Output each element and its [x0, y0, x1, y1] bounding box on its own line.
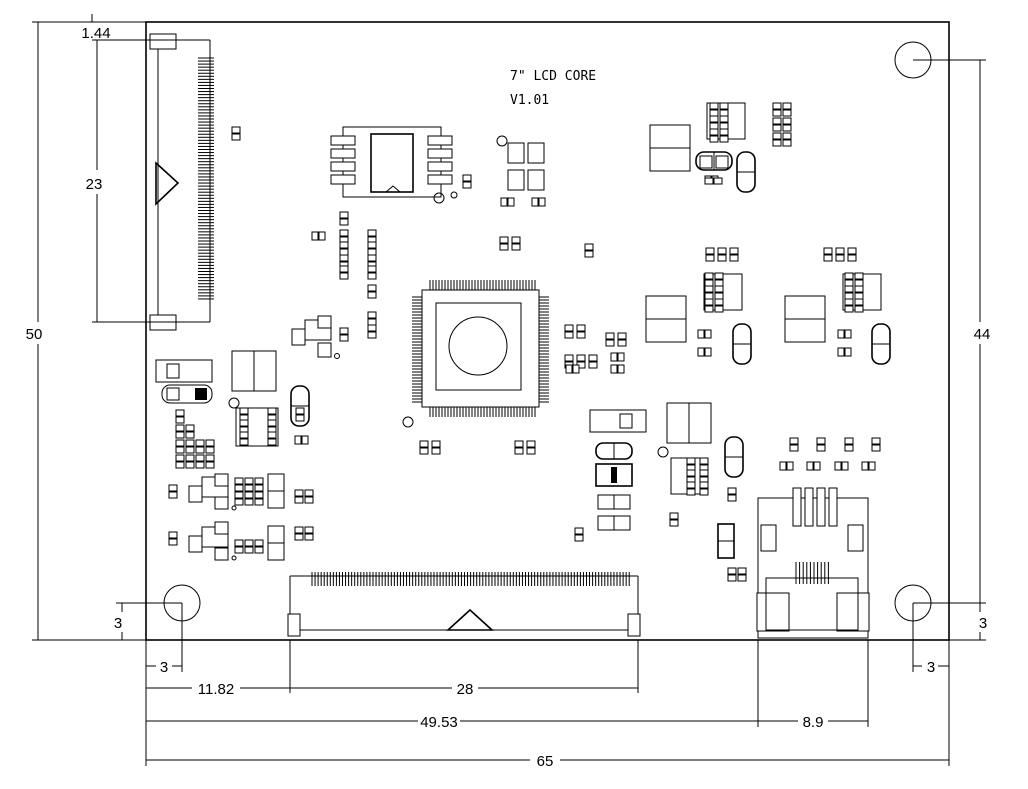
dim-connector-offset: 1.44 — [81, 25, 110, 42]
dim-hole-right-x: 3 — [927, 659, 935, 676]
bottom-fpc-connector — [287, 572, 641, 637]
dim-hole-right-y: 3 — [979, 615, 987, 632]
dim-rj45-width: 8.9 — [803, 714, 824, 731]
dim-hole-left-y: 3 — [114, 615, 122, 632]
dim-hole-span-vertical: 44 — [974, 326, 991, 343]
pin1-triangle-icon — [445, 608, 495, 631]
dim-connector-height: 23 — [86, 176, 103, 193]
power-inductors — [155, 124, 826, 561]
board-version: V1.01 — [510, 93, 549, 108]
main-qfp-ic — [402, 280, 549, 428]
rj45-jack — [756, 487, 870, 639]
left-connector-pins — [198, 57, 214, 300]
dim-total-width: 65 — [537, 753, 554, 770]
board-title: 7" LCD CORE — [510, 69, 596, 84]
dim-hole-left-x: 3 — [160, 659, 168, 676]
dim-fpc-width: 28 — [457, 681, 474, 698]
dim-rj45-offset: 49.53 — [420, 714, 458, 731]
sot-packages — [188, 102, 882, 561]
passive-components — [168, 102, 881, 582]
dim-total-height: 50 — [26, 326, 43, 343]
sop-ic — [330, 126, 458, 204]
dimension-lines: 65 49.53 8.9 11.82 28 3 3 3 3 — [26, 14, 991, 770]
board-outline — [145, 21, 950, 641]
bottom-connector-pins — [311, 572, 630, 586]
dim-fpc-offset: 11.82 — [198, 681, 234, 698]
tantalum-caps — [161, 151, 891, 478]
left-fpc-connector — [149, 33, 214, 331]
pin1-triangle-icon — [155, 161, 180, 206]
